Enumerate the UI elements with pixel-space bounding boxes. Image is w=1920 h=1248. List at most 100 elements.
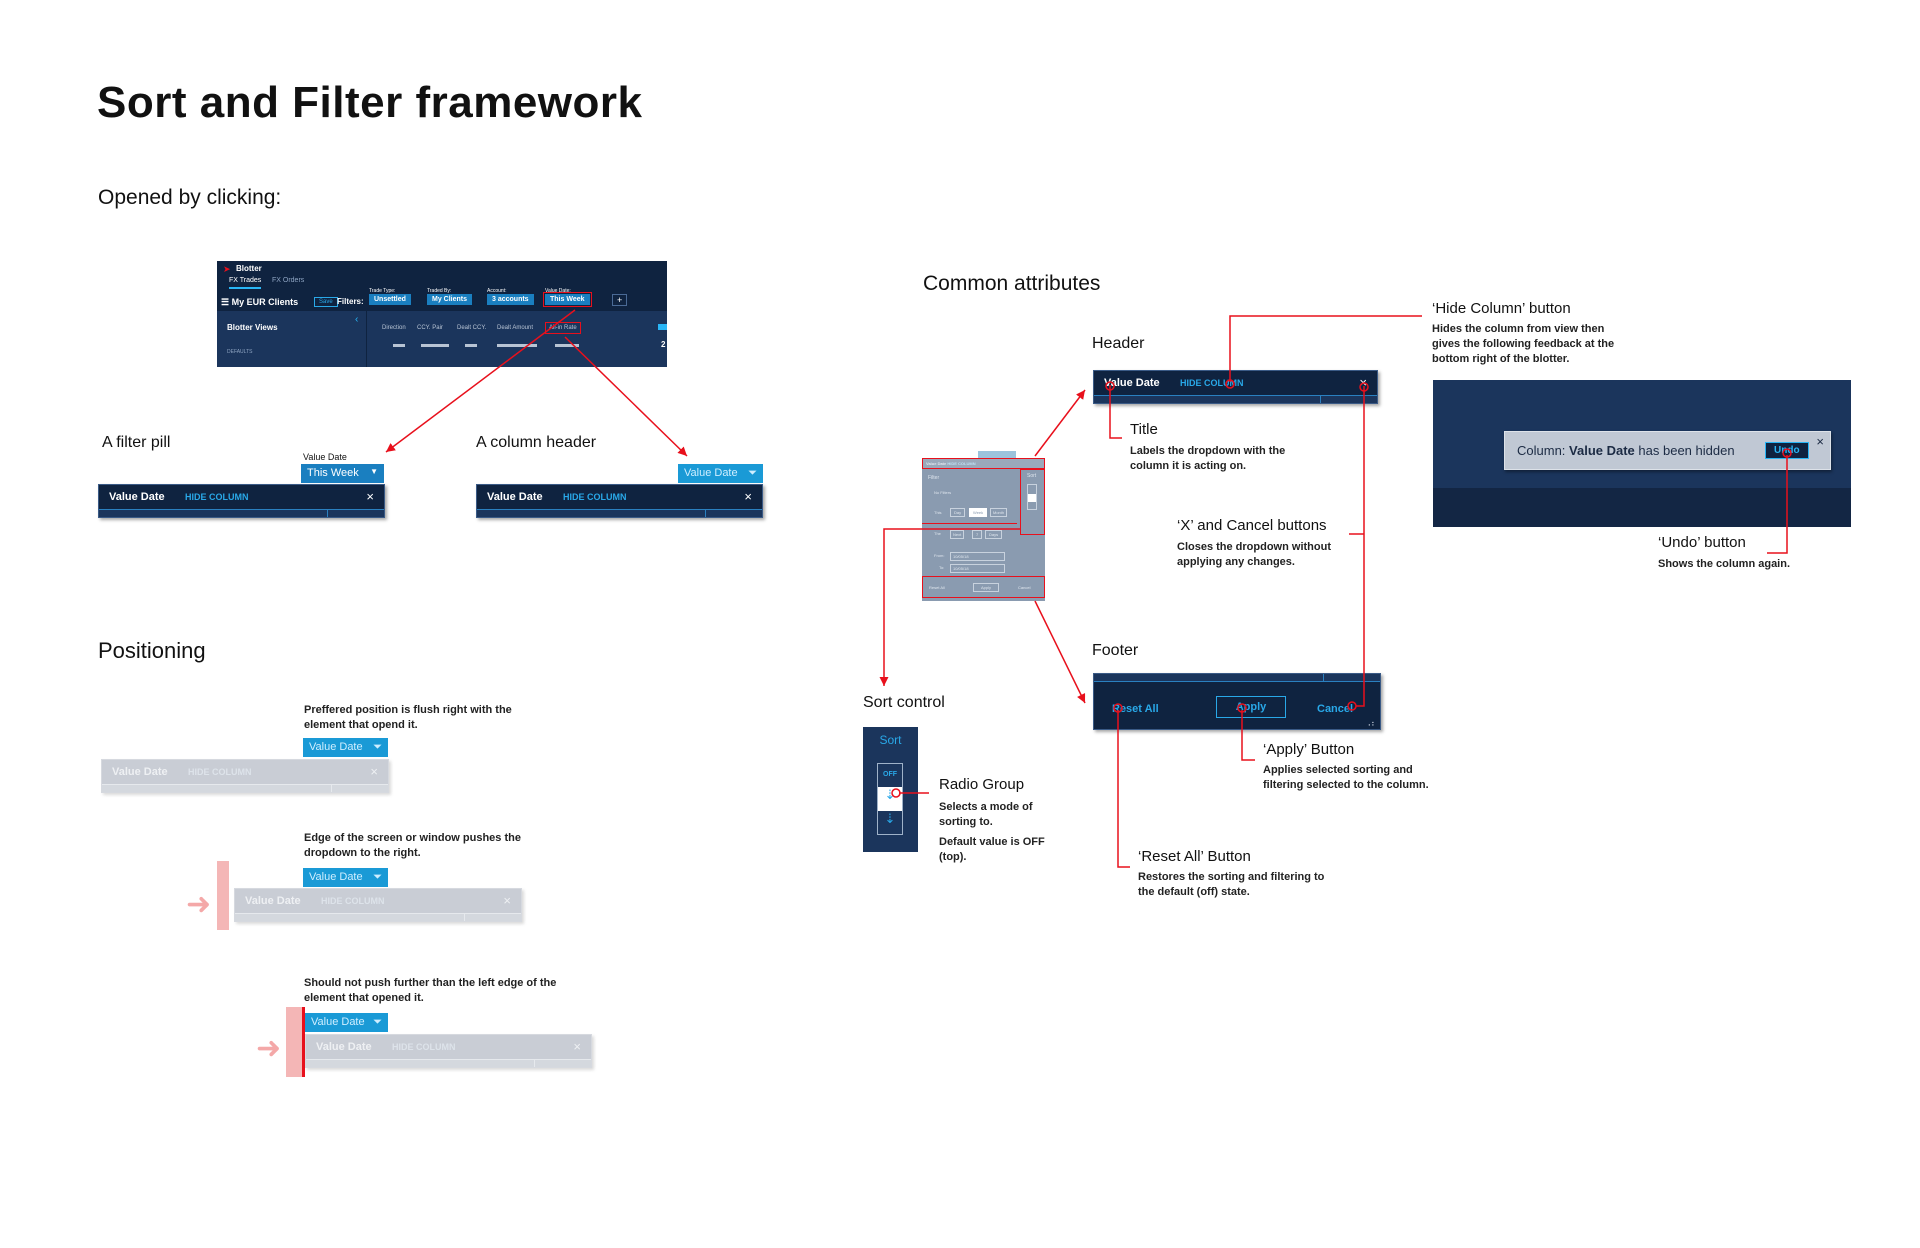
blotter-screenshot: ➤ Blotter FX Trades FX Orders ☰ My EUR C…: [217, 261, 667, 367]
filter-value-date[interactable]: Value Date:This Week: [543, 288, 605, 307]
thumb-the: The: [934, 531, 941, 536]
resize-grip-icon[interactable]: ⠠⠆: [1365, 719, 1377, 728]
caption-filter-pill: A filter pill: [102, 434, 171, 451]
hide-column-button[interactable]: HIDE COLUMN: [563, 492, 627, 502]
undo-button[interactable]: Undo: [1765, 442, 1809, 459]
column-header-value-date[interactable]: Value Date⏷: [678, 464, 763, 483]
thumb-apply: Apply: [973, 583, 1000, 592]
column-header-value-date[interactable]: Value Date ⏷: [303, 868, 388, 887]
sort-descending-icon[interactable]: ⇣: [884, 811, 896, 826]
column-header-label: Value Date: [309, 741, 363, 753]
close-icon[interactable]: ×: [744, 489, 752, 504]
filter-pill[interactable]: My Clients: [427, 294, 473, 305]
element-left-edge-line: [302, 1007, 305, 1077]
filter-pill[interactable]: 3 accounts: [487, 294, 534, 305]
filters-label: Filters:: [337, 297, 364, 306]
toast-suffix: has been hidden: [1634, 443, 1735, 458]
sidebar-title: Blotter Views: [227, 323, 278, 332]
thumb-column-header: [978, 451, 1016, 458]
close-icon[interactable]: ×: [366, 489, 374, 504]
sort-control-label: Sort control: [863, 694, 945, 711]
pointer-line: [1356, 386, 1365, 707]
annotation-desc: Closes the dropdown without applying any…: [1177, 541, 1331, 568]
dropdown-title: Value Date: [1104, 377, 1160, 389]
sort-title: Sort: [879, 733, 902, 747]
thumb-month: Month: [990, 508, 1008, 517]
filter-icon: ⏷: [373, 1016, 382, 1028]
dropdown-title: Value Date: [245, 895, 301, 907]
annotation-title: Title: [1130, 421, 1158, 438]
column-header-value-date[interactable]: Value Date⏷: [303, 738, 388, 757]
thumb-filter: Filter: [928, 475, 940, 481]
annotation-title: ‘X’ and Cancel buttons: [1177, 517, 1327, 534]
toast-prefix: Column:: [1517, 443, 1570, 458]
column-header-value-date[interactable]: Value Date ⏷: [305, 1013, 388, 1032]
filter-label: Traded By:: [427, 288, 452, 294]
filter-label: Account:: [487, 288, 507, 294]
column-header-direction[interactable]: Direction: [382, 325, 406, 331]
annotation-desc: Shows the column again.: [1658, 558, 1791, 570]
section-heading-common: Common attributes: [923, 272, 1101, 295]
annotation-desc: Default value is OFF (top).: [939, 836, 1045, 863]
annotation-desc: Selects a mode of sorting to.: [939, 801, 1033, 828]
filter-pill[interactable]: This Week: [543, 292, 592, 307]
reset-all-button[interactable]: Reset All: [1112, 703, 1159, 715]
thumb-day: Day: [950, 508, 966, 517]
annotation-title: ‘Apply’ Button: [1263, 741, 1355, 758]
tab-fx-orders[interactable]: FX Orders: [272, 277, 305, 284]
caption-column-header: A column header: [476, 434, 597, 451]
column-header-dealt-amount[interactable]: Dealt Amount: [497, 325, 534, 331]
thumb-next: Next: [950, 530, 965, 539]
add-filter-button[interactable]: +: [612, 294, 628, 306]
tab-fx-trades[interactable]: FX Trades: [229, 277, 262, 289]
dropdown-thumbnail: Value Date HIDE COLUMN Filter No Filters…: [922, 458, 1045, 601]
filter-pill-this-week[interactable]: This Week▼: [301, 464, 384, 483]
apply-button[interactable]: Apply: [1216, 696, 1286, 718]
app-title: Blotter: [236, 264, 262, 273]
hide-column-button[interactable]: HIDE COLUMN: [1180, 378, 1244, 388]
toast-column: Value Date: [1569, 443, 1635, 458]
column-header-label: Value Date: [311, 1016, 365, 1028]
filter-label: Trade Type:: [369, 288, 396, 294]
sort-ascending-icon[interactable]: ⇣: [878, 787, 902, 811]
save-button[interactable]: Save: [314, 297, 338, 307]
thumb-from-date: 10/05/18: [950, 552, 1005, 561]
filter-traded-by[interactable]: Traded By:My Clients: [427, 288, 487, 305]
dropdown-header: Value Date HIDE COLUMN ×: [1093, 370, 1378, 404]
sidebar-section: DEFAULTS: [227, 349, 253, 355]
filter-trade-type[interactable]: Trade Type:Unsettled: [369, 288, 429, 305]
annotation-title: Radio Group: [939, 776, 1025, 793]
chevron-down-icon: ▼: [370, 467, 378, 476]
sort-radio-group[interactable]: OFF ⇣ ⇣: [877, 763, 903, 835]
thumb-n: 7: [972, 530, 983, 539]
hide-column-button[interactable]: HIDE COLUMN: [185, 492, 249, 502]
filter-pill[interactable]: Unsettled: [369, 294, 411, 305]
filter-icon: ⏷: [373, 871, 382, 883]
filter-account[interactable]: Account:3 accounts: [487, 288, 547, 305]
thumb-from: From:: [934, 553, 945, 558]
screen-edge-marker: [217, 861, 229, 930]
column-header-all-in-rate[interactable]: All-in Rate: [545, 322, 581, 334]
thumb-cancel: Cancel: [1018, 585, 1031, 590]
blotter-views-sidebar: Blotter Views ‹ DEFAULTS: [217, 311, 367, 367]
annotation-desc: Applies selected sorting and filtering s…: [1263, 764, 1429, 791]
cancel-button[interactable]: Cancel: [1317, 703, 1354, 715]
column-header-ccy-pair[interactable]: CCY. Pair: [417, 325, 443, 331]
annotation-title: ‘Undo’ button: [1658, 534, 1746, 551]
column-header-dealt-ccy[interactable]: Dealt CCY.: [457, 325, 487, 331]
blotter-feedback-panel: Column: Value Date has been hidden Undo …: [1433, 380, 1851, 527]
pointer-line: [1117, 710, 1130, 868]
positioning-note: Edge of the screen or window pushes the …: [304, 832, 521, 859]
close-icon: ×: [370, 764, 378, 779]
column-header-label: Value Date: [309, 871, 363, 883]
footer-label: Footer: [1092, 642, 1139, 659]
collapse-chevron-icon[interactable]: ‹: [355, 314, 359, 325]
close-icon[interactable]: ×: [1816, 434, 1824, 449]
view-name[interactable]: ☰ My EUR Clients: [221, 297, 299, 307]
pointer-line: [1034, 600, 1086, 704]
thumb-sort: Sort: [1027, 473, 1037, 479]
close-icon[interactable]: ×: [1359, 375, 1367, 390]
sort-off-option[interactable]: OFF: [883, 771, 897, 778]
